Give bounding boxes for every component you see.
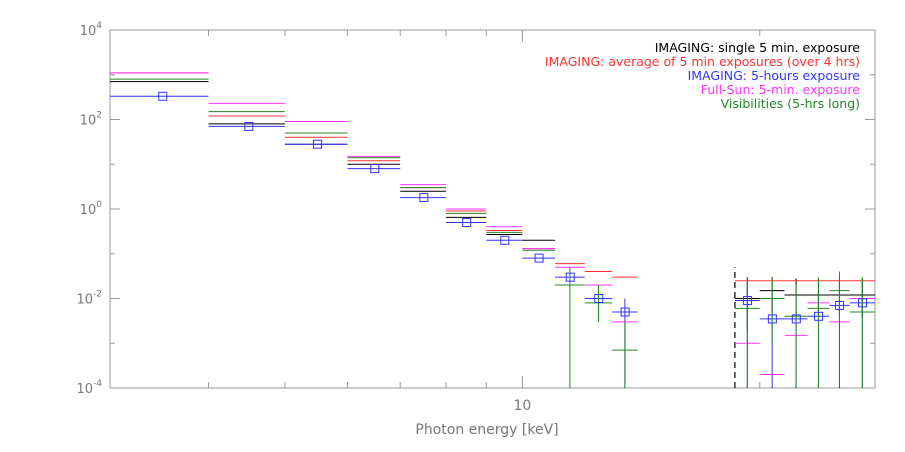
- square-marker: [743, 296, 753, 306]
- square-marker: [858, 298, 868, 308]
- square-marker: [500, 235, 510, 245]
- y-tick-label: 102: [80, 111, 102, 129]
- square-marker: [594, 294, 604, 303]
- square-marker: [814, 311, 824, 321]
- legend-entry: IMAGING: 5-hours exposure: [688, 68, 861, 83]
- series-layer: [110, 72, 875, 388]
- x-tick-label: 10: [513, 398, 531, 414]
- square-marker: [620, 307, 630, 317]
- square-marker: [835, 300, 845, 310]
- square-marker: [462, 217, 472, 227]
- series-3: [110, 72, 875, 376]
- axis-ticks: 10-4 10-2 100 102 104 10: [76, 21, 875, 414]
- y-tick-label: 10-2: [76, 290, 102, 308]
- series-0: [110, 81, 875, 330]
- square-marker: [158, 91, 168, 101]
- square-marker: [791, 314, 801, 324]
- legend: IMAGING: single 5 min. exposureIMAGING: …: [545, 40, 860, 111]
- y-tick-label: 100: [80, 200, 103, 218]
- square-marker: [534, 253, 544, 263]
- series-4: [110, 78, 875, 388]
- legend-entry: Visibilities (5-hrs long): [721, 96, 860, 111]
- square-marker: [313, 139, 323, 149]
- square-marker: [419, 193, 429, 203]
- legend-entry: IMAGING: single 5 min. exposure: [655, 40, 861, 55]
- series-2: [110, 95, 875, 388]
- square-marker: [244, 121, 254, 131]
- y-tick-label: 104: [80, 21, 103, 39]
- square-marker: [565, 272, 575, 282]
- square-marker: [767, 314, 777, 324]
- legend-entry: Full-Sun: 5-min. exposure: [701, 82, 861, 97]
- legend-entry: IMAGING: average of 5 min exposures (ove…: [545, 54, 860, 69]
- square-marker: [370, 164, 380, 174]
- y-tick-label: 10-4: [76, 379, 102, 397]
- x-axis-label: Photon energy [keV]: [415, 422, 558, 438]
